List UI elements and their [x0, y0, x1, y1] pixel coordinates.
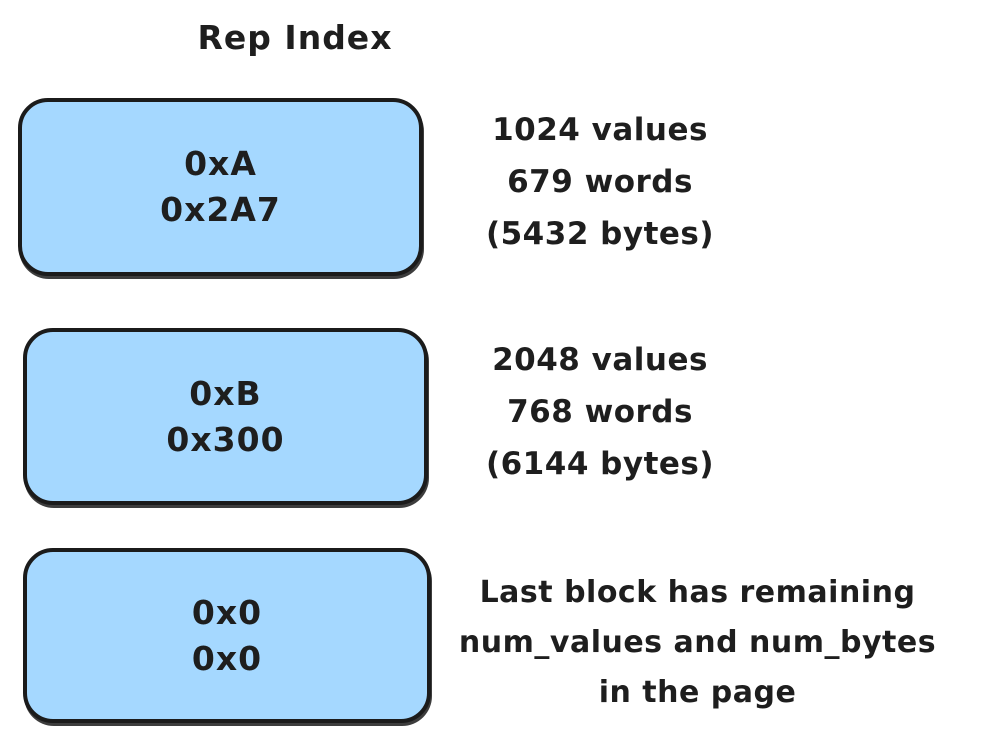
block-a-rep-value: 0xA: [184, 144, 257, 184]
block-a-words-label: 679 words: [507, 164, 693, 200]
block-b-values-label: 2048 values: [492, 342, 708, 378]
block-a-values-label: 1024 values: [492, 112, 708, 148]
block-a-index-value: 0x2A7: [160, 190, 281, 229]
last-block-note-line-3: in the page: [598, 675, 797, 710]
block-b-index-value: 0x300: [166, 419, 285, 459]
last-block-note-line-2: num_values and num_bytes: [458, 625, 937, 660]
block-a-annotation: 1024 values 679 words (5432 bytes): [440, 104, 760, 260]
rep-index-block-b: 0xB 0x300: [23, 328, 428, 505]
block-last-annotation: Last block has remaining num_values and …: [445, 568, 950, 718]
block-b-bytes-label: (6144 bytes): [485, 446, 715, 482]
rep-index-block-last: 0x0 0x0: [23, 548, 431, 723]
block-last-index-value: 0x0: [191, 638, 263, 678]
block-a-bytes-label: (5432 bytes): [485, 216, 715, 252]
last-block-note-line-1: Last block has remaining: [479, 575, 916, 610]
rep-index-block-a: 0xA 0x2A7: [18, 98, 423, 276]
block-last-rep-value: 0x0: [191, 592, 263, 632]
block-b-annotation: 2048 values 768 words (6144 bytes): [440, 334, 760, 490]
block-b-rep-value: 0xB: [189, 373, 262, 413]
block-b-words-label: 768 words: [507, 394, 693, 430]
diagram-title: Rep Index: [197, 18, 393, 57]
